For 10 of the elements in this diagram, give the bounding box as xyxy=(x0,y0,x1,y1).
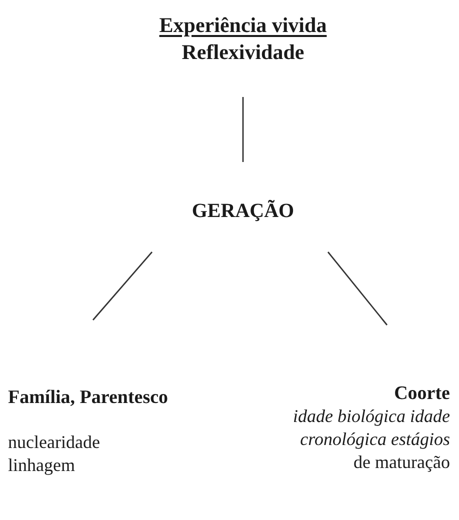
connector-line xyxy=(327,252,388,326)
heading: Experiência vivida xyxy=(159,14,327,37)
branch-heading: Coorte xyxy=(394,382,450,405)
connector-line xyxy=(92,252,153,320)
branch-body: nuclearidade linhagem xyxy=(8,431,101,477)
branch-heading: Família, Parentesco xyxy=(8,386,168,409)
central-concept: GERAÇÃO xyxy=(192,200,294,223)
connector-line xyxy=(242,97,244,162)
subheading: Reflexividade xyxy=(182,41,304,64)
branch-body: idade biológica idade cronológica estágios de maturação xyxy=(292,405,450,474)
